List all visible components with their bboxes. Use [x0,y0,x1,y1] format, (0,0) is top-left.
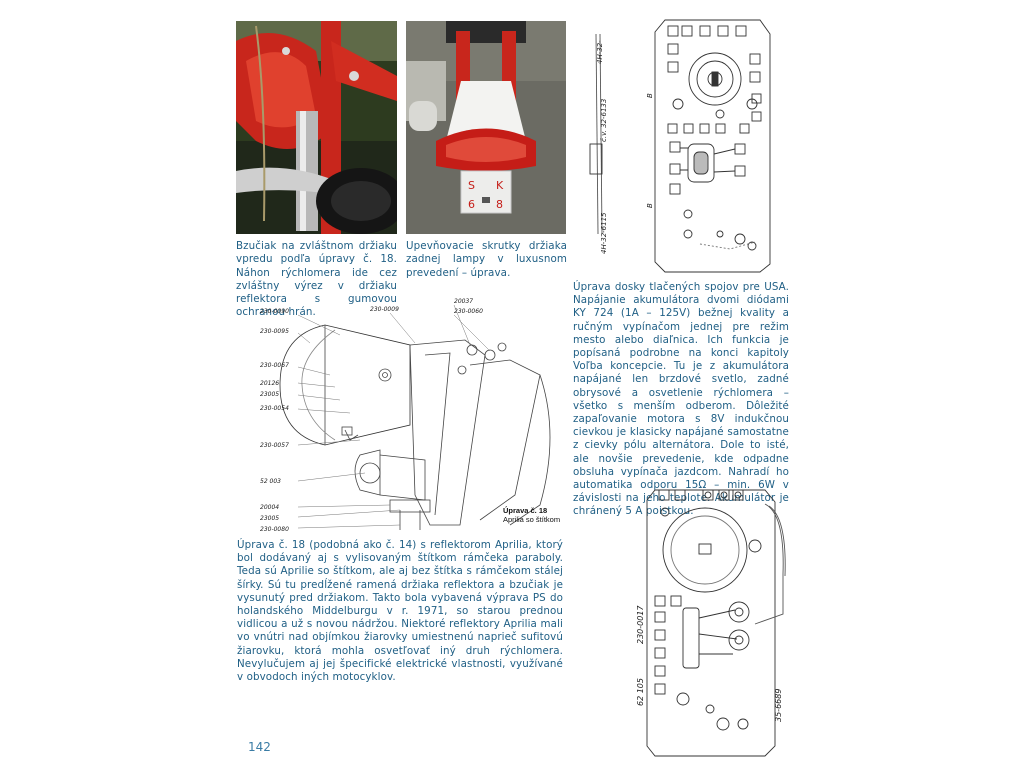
paragraph-aprilia: Úprava č. 18 (podobná ako č. 14) s refle… [237,539,563,684]
board-label: č.v. 32-6133 [600,99,608,142]
drawing-label: 230-0067 [260,362,289,369]
paragraph-usa-board: Úprava dosky tlačených spojov pre USA. N… [573,281,789,518]
figure-label: Úprava č. 18 Aprilia so štítkom [503,506,560,524]
headlamp-technical-drawing: 230-0090 230-0095 230-0067 20126 23005 2… [240,295,570,535]
drawing-label: 230-0057 [260,442,289,449]
drawing-label: 23005 [260,391,279,398]
figure-label-subtitle: Aprilia so štítkom [503,515,561,524]
drawing-label: 230-0080 [260,526,289,533]
drawing-label: 230-0095 [260,328,289,335]
drawing-label: 52 003 [260,478,281,485]
board-label: 4H-32- [596,40,604,64]
caption-front-buzzer: Bzučiak na zvláštnom držiaku vpredu podľ… [236,240,397,319]
drawing-label: 23005 [260,515,279,522]
plate-letter-k: K [496,179,504,192]
drawing-label: 230-0054 [260,405,289,412]
drawing-label: 20037 [454,298,473,305]
figure-label-title: Úprava č. 18 [503,506,548,515]
circuit-board-drawing-bottom: 230-0017 62 105 35-6689 [615,484,790,760]
board-label: B [646,93,654,98]
drawing-label: 230-0060 [454,308,483,315]
drawing-label: 20004 [260,504,279,511]
board-label: B [646,203,654,208]
board-label: 4H-32-6115 [600,212,608,254]
caption-rear-lamp: Upevňovacie skrutky držiaka zadnej lampy… [406,240,567,279]
photo-front-buzzer [236,21,397,234]
board-label: 62 105 [636,678,645,706]
board-label: 230-0017 [636,605,645,644]
plate-letter-s: S [468,179,475,192]
plate-digit-8: 8 [496,198,503,211]
drawing-label: 230-0090 [260,308,289,315]
plate-digit-6: 6 [468,198,475,211]
circuit-board-drawing-top: 4H-32- č.v. 32-6133 4H-32-6115 B B [580,14,780,278]
drawing-label: 230-0009 [370,306,399,313]
photo-rear-lamp: S K 6 8 [406,21,566,234]
board-label: 35-6689 [774,689,783,722]
drawing-label: 20126 [260,380,279,387]
page-number: 142 [248,740,271,754]
